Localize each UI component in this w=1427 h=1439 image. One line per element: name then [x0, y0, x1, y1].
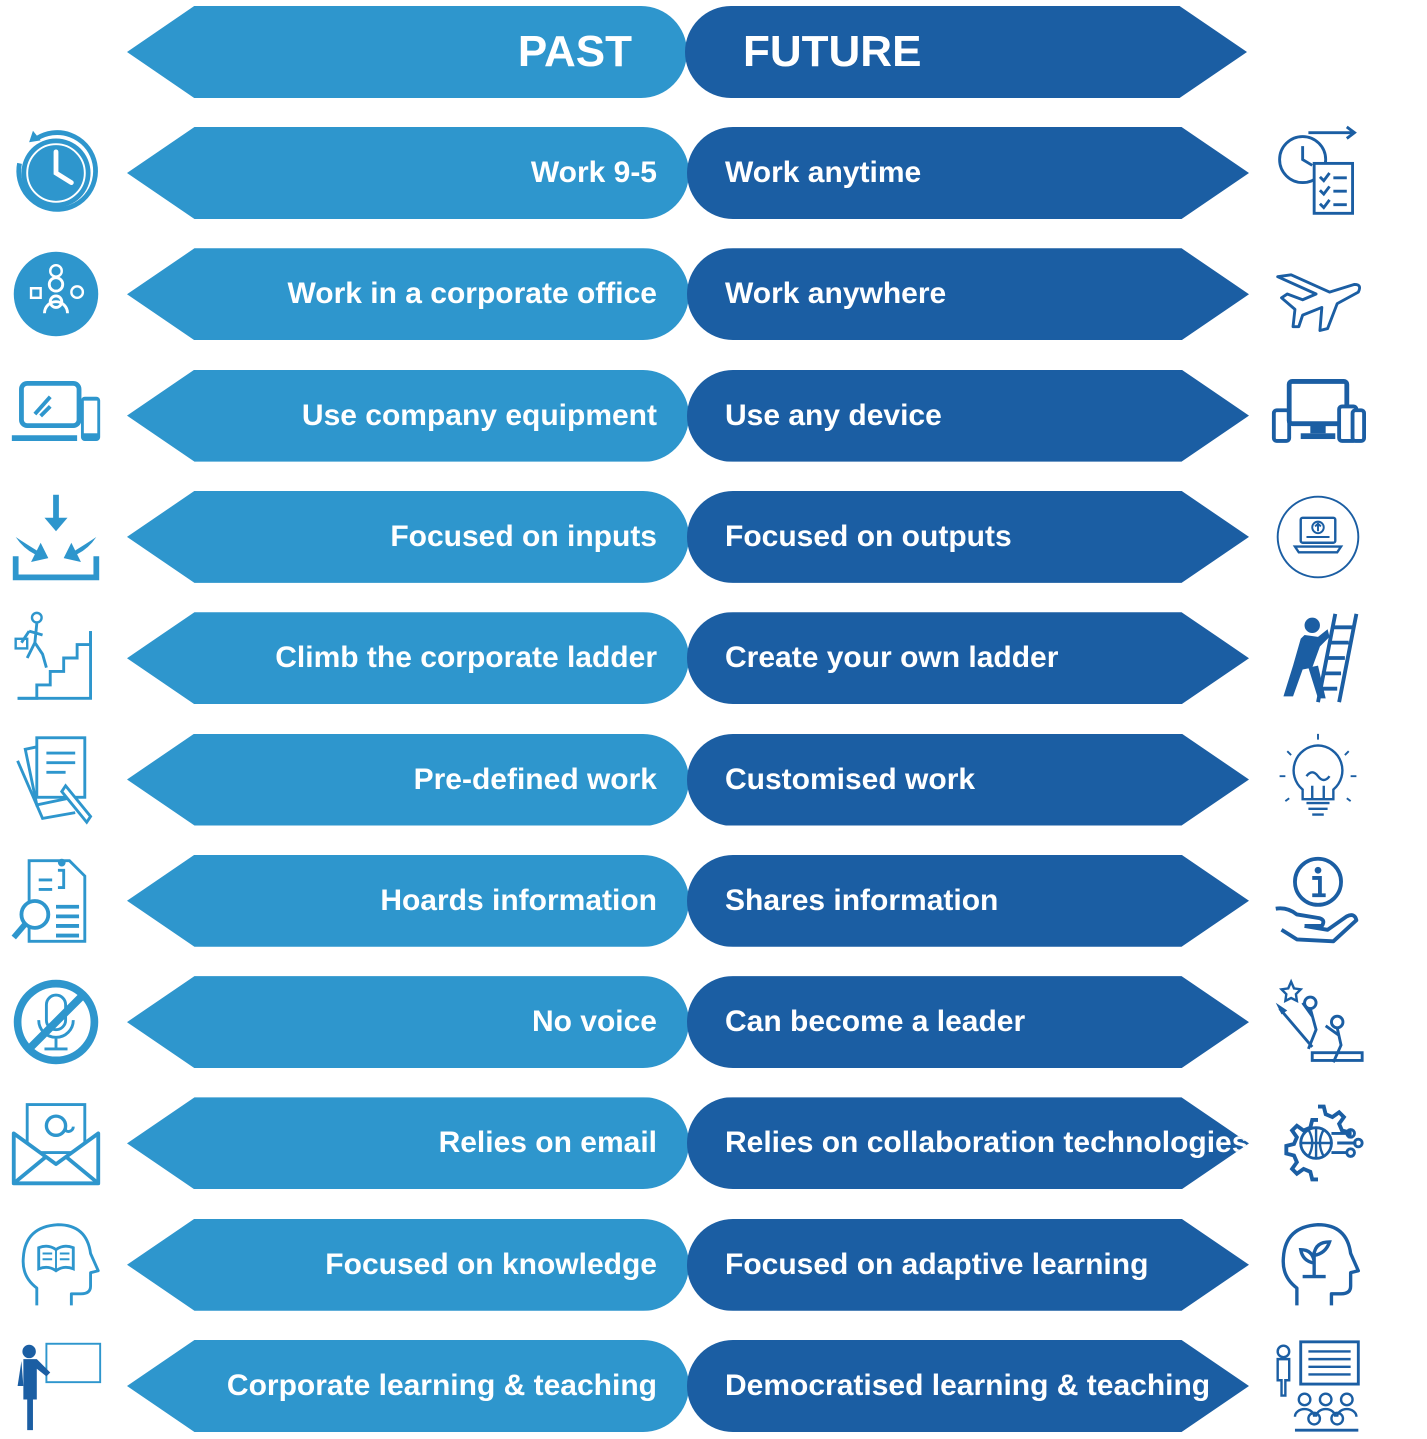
future-item-5: Create your own ladder — [687, 612, 1249, 705]
laptop-phone-icon — [8, 368, 104, 464]
past-item-8-label: No voice — [531, 1005, 657, 1039]
future-item-3-label: Use any device — [725, 398, 942, 432]
future-header-arrow: FUTURE — [685, 6, 1247, 98]
muted-microphone-icon — [8, 974, 104, 1070]
past-item-6: Pre-defined work — [127, 733, 689, 826]
future-item-7: Shares information — [687, 854, 1249, 947]
gear-globe-network-icon — [1270, 1095, 1366, 1191]
past-header-arrow-label: PAST — [517, 27, 632, 76]
past-item-10: Focused on knowledge — [127, 1218, 689, 1311]
past-item-6-label: Pre-defined work — [413, 762, 657, 796]
past-item-9: Relies on email — [127, 1097, 689, 1190]
past-item-4: Focused on inputs — [127, 490, 689, 583]
future-item-7-label: Shares information — [725, 883, 999, 917]
past-item-1-label: Work 9-5 — [530, 156, 657, 189]
hand-info-icon — [1270, 853, 1366, 949]
past-item-8: No voice — [127, 976, 689, 1069]
future-item-4-label: Focused on outputs — [725, 519, 1012, 553]
past-item-5-label: Climb the corporate ladder — [275, 641, 657, 675]
past-item-2: Work in a corporate office — [127, 248, 689, 341]
future-item-9: Relies on collaboration technologies — [687, 1097, 1249, 1190]
past-header-arrow: PAST — [127, 6, 687, 98]
stairs-climber-icon — [8, 610, 104, 706]
past-item-7-label: Hoards information — [380, 883, 657, 917]
future-item-10: Focused on adaptive learning — [687, 1218, 1249, 1311]
clock-checklist-icon — [1270, 125, 1366, 221]
future-item-8-label: Can become a leader — [725, 1005, 1026, 1039]
laptop-upload-icon — [1270, 489, 1366, 585]
ladder-climber-icon — [1270, 610, 1366, 706]
teacher-group-icon — [1270, 1338, 1366, 1434]
clock-icon — [8, 125, 104, 221]
past-item-3: Use company equipment — [127, 369, 689, 462]
multi-device-icon — [1270, 368, 1366, 464]
past-item-9-label: Relies on email — [438, 1126, 657, 1160]
document-search-icon — [8, 853, 104, 949]
future-item-10-label: Focused on adaptive learning — [725, 1247, 1149, 1281]
past-item-2-label: Work in a corporate office — [287, 277, 657, 311]
past-item-11: Corporate learning & teaching — [127, 1340, 689, 1432]
past-item-1: Work 9-5 — [127, 127, 689, 219]
past-item-3-label: Use company equipment — [301, 398, 657, 432]
future-item-6-label: Customised work — [725, 762, 976, 796]
head-book-icon — [8, 1217, 104, 1313]
airplane-icon — [1270, 246, 1366, 342]
head-sprout-icon — [1270, 1217, 1366, 1313]
past-item-4-label: Focused on inputs — [390, 519, 657, 553]
future-item-3: Use any device — [687, 369, 1249, 462]
future-item-2-label: Work anywhere — [725, 277, 947, 311]
past-item-7: Hoards information — [127, 854, 689, 947]
future-item-2: Work anywhere — [687, 248, 1249, 341]
future-item-5-label: Create your own ladder — [725, 641, 1059, 675]
future-header-arrow-label: FUTURE — [743, 27, 922, 76]
future-item-6: Customised work — [687, 733, 1249, 826]
future-item-11-label: Democratised learning & teaching — [725, 1369, 1211, 1402]
leader-climb-icon — [1270, 974, 1366, 1070]
corporate-worker-icon — [8, 246, 104, 342]
past-item-10-label: Focused on knowledge — [325, 1247, 657, 1281]
future-item-8: Can become a leader — [687, 976, 1249, 1069]
presenter-board-icon — [8, 1338, 104, 1434]
future-item-1: Work anytime — [687, 127, 1249, 219]
email-envelope-icon — [8, 1095, 104, 1191]
document-pen-icon — [8, 732, 104, 828]
future-item-4: Focused on outputs — [687, 490, 1249, 583]
future-item-1-label: Work anytime — [725, 156, 922, 189]
past-item-5: Climb the corporate ladder — [127, 612, 689, 705]
past-item-11-label: Corporate learning & teaching — [226, 1369, 657, 1402]
inbox-download-icon — [8, 489, 104, 585]
future-item-9-label: Relies on collaboration technologies — [725, 1126, 1249, 1160]
lightbulb-icon — [1270, 732, 1366, 828]
future-item-11: Democratised learning & teaching — [687, 1340, 1249, 1432]
